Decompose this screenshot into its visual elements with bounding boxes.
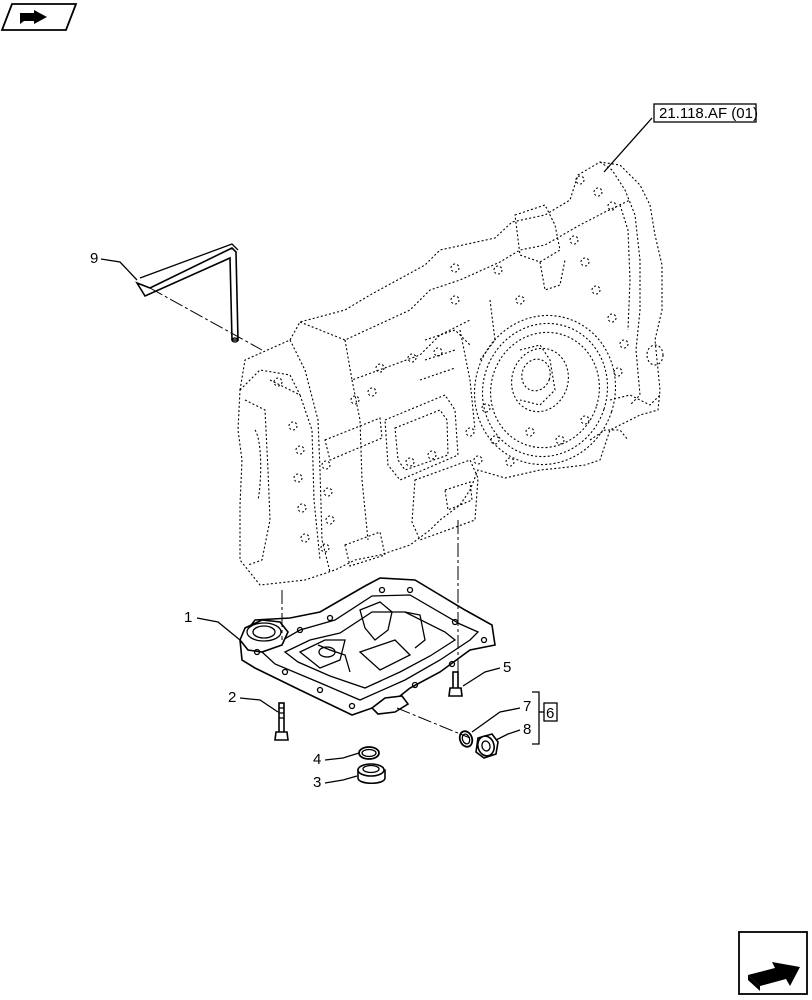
housing-bolt-holes <box>273 175 629 553</box>
callout-4: 4 <box>313 751 321 768</box>
part-4-o-ring[interactable] <box>358 746 380 760</box>
callout-3: 3 <box>313 774 321 791</box>
part-7-o-ring[interactable] <box>458 729 475 748</box>
part-5-bolt[interactable] <box>448 671 463 697</box>
part-3-plug[interactable] <box>357 763 386 785</box>
next-page-arrow-icon[interactable] <box>738 931 808 995</box>
callout-3-leader <box>324 775 358 784</box>
part-1-oil-pan[interactable] <box>239 577 496 716</box>
callout-7: 7 <box>523 698 531 715</box>
callout-9: 9 <box>90 250 98 267</box>
callout-8: 8 <box>523 721 531 738</box>
callout-4-leader <box>324 752 360 761</box>
callout-2-leader <box>239 697 279 713</box>
callout-5-leader <box>462 667 501 687</box>
reference-label: 21.118.AF (01) <box>659 105 758 122</box>
reference-label-box[interactable]: 21.118.AF (01) <box>653 103 758 123</box>
transmission-housing-phantom <box>237 161 664 586</box>
alignment-line-drain <box>396 707 471 739</box>
callout-6: 6 <box>546 705 554 722</box>
callout-8-leader <box>495 729 521 741</box>
part-8-plug[interactable] <box>475 733 499 759</box>
part-9-tube[interactable] <box>135 243 239 343</box>
callout-5: 5 <box>503 659 511 676</box>
callout-7-leader <box>471 707 521 733</box>
callout-2: 2 <box>228 689 236 706</box>
book-arrow-icon[interactable] <box>0 3 78 31</box>
callout-1: 1 <box>184 609 192 626</box>
kit-bracket-6 <box>532 691 544 745</box>
callout-9-leader <box>100 258 138 281</box>
part-2-bolt[interactable] <box>274 702 289 741</box>
kit-6-label-box[interactable]: 6 <box>543 702 558 722</box>
reference-leader <box>603 117 653 173</box>
callout-1-leader <box>196 617 241 641</box>
part-9-centerline <box>149 287 263 351</box>
